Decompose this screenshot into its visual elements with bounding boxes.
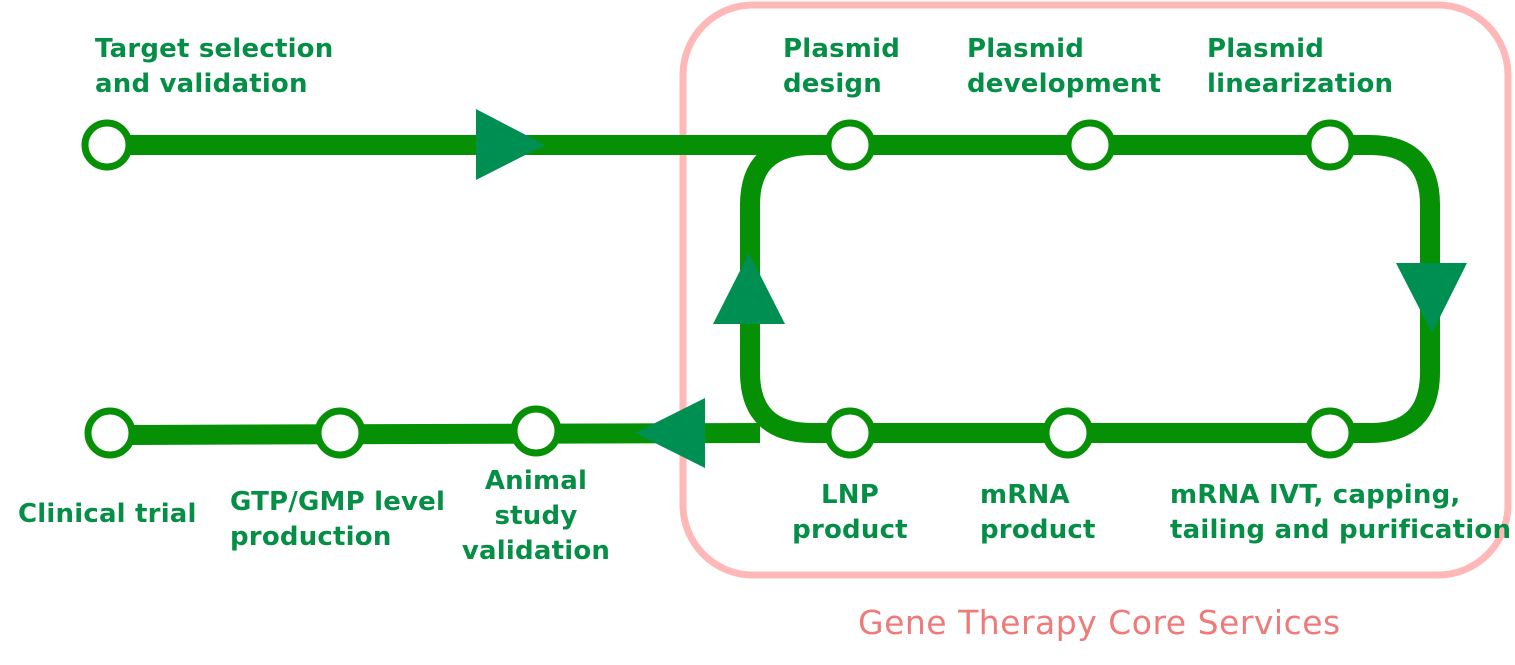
- arrow-down-icon: [1396, 263, 1467, 333]
- arrow-right-icon: [476, 109, 545, 180]
- label-plasmid-design: Plasmid design: [783, 34, 901, 99]
- loop-line: [740, 135, 1440, 443]
- node-plasmid-design: [824, 119, 876, 171]
- node-clinical-trial: [84, 407, 136, 459]
- label-mrna-ivt: mRNA IVT, capping, tailing and purificat…: [1170, 480, 1512, 545]
- label-plasmid-linearization: Plasmid linearization: [1207, 34, 1394, 99]
- label-clinical-trial: Clinical trial: [18, 499, 197, 529]
- core-services-box: [679, 1, 1512, 579]
- core-services-title: Gene Therapy Core Services: [858, 603, 1341, 642]
- label-animal-study: Animal study validation: [461, 466, 611, 566]
- node-mrna-ivt: [1304, 407, 1356, 459]
- arrow-left-icon: [635, 398, 705, 468]
- label-lnp-product: LNP product: [792, 480, 908, 545]
- label-gtp-gmp: GTP/GMP level production: [230, 487, 446, 552]
- node-target-selection: [81, 119, 133, 171]
- node-mrna-product: [1042, 407, 1094, 459]
- node-animal-study: [510, 405, 562, 457]
- node-plasmid-linearization: [1304, 119, 1356, 171]
- arrow-up-icon: [713, 253, 785, 324]
- label-plasmid-development: Plasmid development: [967, 34, 1162, 99]
- node-gtp-gmp: [314, 407, 366, 459]
- label-target-selection: Target selection and validation: [95, 34, 334, 99]
- label-mrna-product: mRNA product: [980, 480, 1096, 545]
- node-plasmid-development: [1064, 119, 1116, 171]
- node-lnp-product: [824, 407, 876, 459]
